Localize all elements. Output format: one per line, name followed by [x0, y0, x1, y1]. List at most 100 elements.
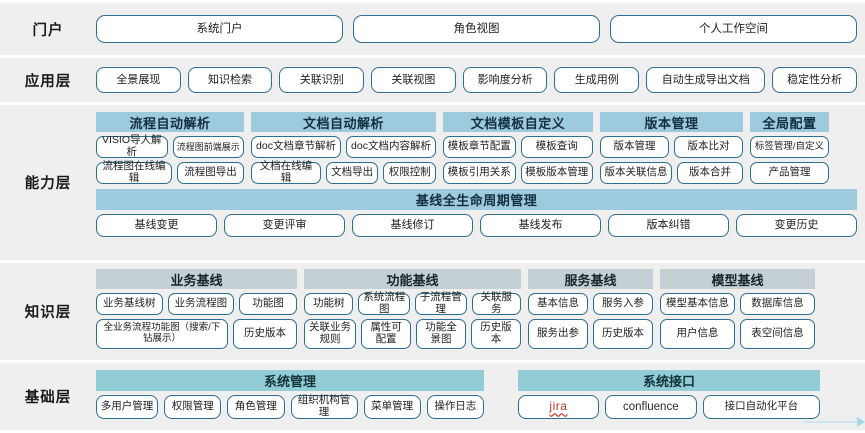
- kn-2-0-0[interactable]: 基本信息: [528, 293, 588, 315]
- application-item-4[interactable]: 影响度分析: [462, 67, 548, 93]
- kn-3-0-0[interactable]: 模型基本信息: [660, 293, 735, 315]
- knowledge-group-2-row-0: 基本信息 服务入参: [528, 293, 653, 315]
- confluence-label: confluence: [622, 400, 679, 413]
- cap-0-0-0[interactable]: VISIO导人解析: [96, 134, 168, 158]
- cap-0-0-1[interactable]: 流程图前端展示: [172, 136, 244, 158]
- kn-1-0-1[interactable]: 系统流程图: [358, 291, 410, 315]
- capability-group-2-row-1: 模板引用关系 模板版本管理: [443, 162, 593, 184]
- kn-1-1-0[interactable]: 关联业务规则: [304, 319, 357, 349]
- knowledge-group-2-header: 服务基线: [528, 269, 653, 289]
- knowledge-group-3-header: 模型基线: [660, 269, 815, 289]
- found-0-item-3[interactable]: 组织机构管理: [290, 394, 358, 419]
- cap-3-1-1[interactable]: 版本合并: [676, 162, 743, 184]
- capability-groups: 流程自动解析 VISIO导人解析 流程图前端展示 流程图在线编辑 流程图导出 文…: [96, 112, 857, 184]
- capability-group-4: 全局配置 标签管理/自定义 产品管理: [750, 112, 829, 184]
- band-capability: 能力层 流程自动解析 VISIO导人解析 流程图前端展示 流程图在线编辑 流程图…: [0, 105, 865, 260]
- kn-0-0-2[interactable]: 功能图: [239, 293, 297, 315]
- found-0-item-5[interactable]: 操作日志: [426, 395, 484, 419]
- band-body-foundation: 系统管理 多用户管理 权限管理 角色管理 组织机构管理 菜单管理 操作日志 系统…: [96, 363, 865, 430]
- kn-1-1-1[interactable]: 属性可配置: [361, 319, 412, 349]
- cap-1-1-2[interactable]: 权限控制: [383, 162, 437, 184]
- capability-group-3: 版本管理 版本管理 版本比对 版本关联信息 版本合并: [600, 112, 743, 184]
- kn-0-1-1[interactable]: 历史版本: [232, 319, 297, 349]
- kn-2-1-0[interactable]: 服务出参: [528, 319, 588, 349]
- kn-3-0-1[interactable]: 数据库信息: [740, 293, 815, 315]
- application-item-5[interactable]: 生成用例: [554, 67, 640, 93]
- capability-group-0-row-0: VISIO导人解析 流程图前端展示: [96, 134, 244, 158]
- band-body-capability: 流程自动解析 VISIO导人解析 流程图前端展示 流程图在线编辑 流程图导出 文…: [96, 105, 865, 260]
- knowledge-group-3-row-0: 模型基本信息 数据库信息: [660, 293, 815, 315]
- application-item-7[interactable]: 稳定性分析: [772, 67, 857, 93]
- band-portal: 门户 系统门户 角色视图 个人工作空间: [0, 3, 865, 55]
- kn-2-0-1[interactable]: 服务入参: [593, 293, 653, 315]
- cap-2-0-1[interactable]: 模板查询: [520, 136, 593, 158]
- cap-1-1-1[interactable]: 文档导出: [325, 162, 379, 184]
- cap-3-0-1[interactable]: 版本比对: [674, 136, 743, 158]
- lifecycle-item-3[interactable]: 基线发布: [480, 214, 601, 237]
- portal-item-2[interactable]: 个人工作空间: [610, 15, 857, 43]
- application-item-6[interactable]: 自动生成导出文档: [646, 67, 766, 93]
- portal-item-1[interactable]: 角色视图: [353, 15, 600, 43]
- kn-3-1-1[interactable]: 表空间信息: [740, 319, 815, 349]
- knowledge-group-1: 功能基线 功能树 系统流程图 子流程管理 关联服务 关联业务规则 属性可配置 功…: [304, 269, 521, 349]
- foundation-group-1-row: jira confluence 接口自动化平台: [518, 395, 820, 419]
- lifecycle-item-4[interactable]: 版本纠错: [608, 214, 729, 237]
- band-application: 应用层 全景展现 知识检索 关联识别 关联视图 影响度分析 生成用例 自动生成导…: [0, 58, 865, 102]
- application-row: 全景展现 知识检索 关联识别 关联视图 影响度分析 生成用例 自动生成导出文档 …: [96, 67, 857, 93]
- foundation-group-0-row: 多用户管理 权限管理 角色管理 组织机构管理 菜单管理 操作日志: [96, 394, 484, 419]
- kn-1-1-2[interactable]: 功能全景图: [416, 319, 467, 349]
- capability-group-3-header: 版本管理: [600, 112, 743, 132]
- application-item-1[interactable]: 知识检索: [187, 67, 273, 93]
- band-label-portal: 门户: [0, 3, 96, 55]
- cap-2-1-1[interactable]: 模板版本管理: [520, 162, 593, 184]
- found-0-item-1[interactable]: 权限管理: [164, 395, 222, 419]
- kn-0-0-1[interactable]: 业务流程图: [167, 293, 235, 315]
- foundation-group-0: 系统管理 多用户管理 权限管理 角色管理 组织机构管理 菜单管理 操作日志: [96, 370, 484, 419]
- kn-3-1-0[interactable]: 用户信息: [660, 319, 735, 349]
- cap-4-0-0[interactable]: 标签管理/自定义: [750, 136, 829, 158]
- capability-group-2-header: 文档模板自定义: [443, 112, 593, 132]
- connector-arrow-icon: [803, 417, 865, 427]
- kn-1-0-3[interactable]: 关联服务: [471, 291, 521, 315]
- lifecycle-item-1[interactable]: 变更评审: [224, 214, 345, 237]
- capability-group-2: 文档模板自定义 模板章节配置 模板查询 模板引用关系 模板版本管理: [443, 112, 593, 184]
- portal-item-0[interactable]: 系统门户: [96, 15, 343, 43]
- kn-2-1-1[interactable]: 历史版本: [593, 319, 653, 349]
- cap-1-0-0[interactable]: doc文档章节解析: [251, 136, 341, 158]
- band-label-knowledge: 知识层: [0, 263, 96, 360]
- cap-0-1-0[interactable]: 流程图在线编辑: [96, 160, 172, 184]
- cap-3-0-0[interactable]: 版本管理: [600, 136, 669, 158]
- kn-0-1-0[interactable]: 全业务流程功能图（搜索/下钻展示）: [96, 319, 228, 349]
- cap-4-1-0[interactable]: 产品管理: [750, 162, 829, 184]
- lifecycle-item-0[interactable]: 基线变更: [96, 214, 217, 237]
- kn-1-0-0[interactable]: 功能树: [304, 293, 354, 315]
- knowledge-group-3-row-1: 用户信息 表空间信息: [660, 319, 815, 349]
- found-1-item-confluence[interactable]: confluence: [604, 395, 697, 419]
- capability-group-1: 文档自动解析 doc文档章节解析 doc文档内容解析 文档在线编辑 文档导出 权…: [251, 112, 437, 184]
- found-1-item-2[interactable]: 接口自动化平台: [702, 395, 820, 419]
- found-0-item-2[interactable]: 角色管理: [227, 395, 285, 419]
- cap-2-1-0[interactable]: 模板引用关系: [443, 162, 516, 184]
- found-0-item-4[interactable]: 菜单管理: [363, 395, 421, 419]
- application-item-0[interactable]: 全景展现: [96, 67, 181, 93]
- cap-0-1-1[interactable]: 流程图导出: [176, 162, 244, 184]
- cap-1-0-1[interactable]: doc文档内容解析: [346, 136, 436, 158]
- knowledge-group-1-row-1: 关联业务规则 属性可配置 功能全景图 历史版本: [304, 319, 521, 349]
- found-0-item-0[interactable]: 多用户管理: [96, 395, 159, 419]
- capability-lifecycle: 基线全生命周期管理 基线变更 变更评审 基线修订 基线发布 版本纠错 变更历史: [96, 189, 857, 237]
- application-item-2[interactable]: 关联识别: [279, 67, 365, 93]
- cap-3-1-0[interactable]: 版本关联信息: [600, 162, 672, 184]
- kn-0-0-0[interactable]: 业务基线树: [96, 293, 163, 315]
- application-item-3[interactable]: 关联视图: [371, 67, 456, 93]
- found-1-item-jira[interactable]: jira: [518, 395, 599, 419]
- cap-1-1-0[interactable]: 文档在线编辑: [251, 160, 321, 184]
- kn-1-1-3[interactable]: 历史版本: [471, 319, 521, 349]
- cap-2-0-0[interactable]: 模板章节配置: [443, 136, 516, 158]
- knowledge-group-0: 业务基线 业务基线树 业务流程图 功能图 全业务流程功能图（搜索/下钻展示） 历…: [96, 269, 297, 349]
- lifecycle-item-5[interactable]: 变更历史: [736, 214, 857, 237]
- foundation-group-0-header: 系统管理: [96, 370, 484, 391]
- portal-row: 系统门户 角色视图 个人工作空间: [96, 15, 857, 43]
- lifecycle-item-2[interactable]: 基线修订: [352, 214, 473, 237]
- kn-1-0-2[interactable]: 子流程管理: [415, 291, 467, 315]
